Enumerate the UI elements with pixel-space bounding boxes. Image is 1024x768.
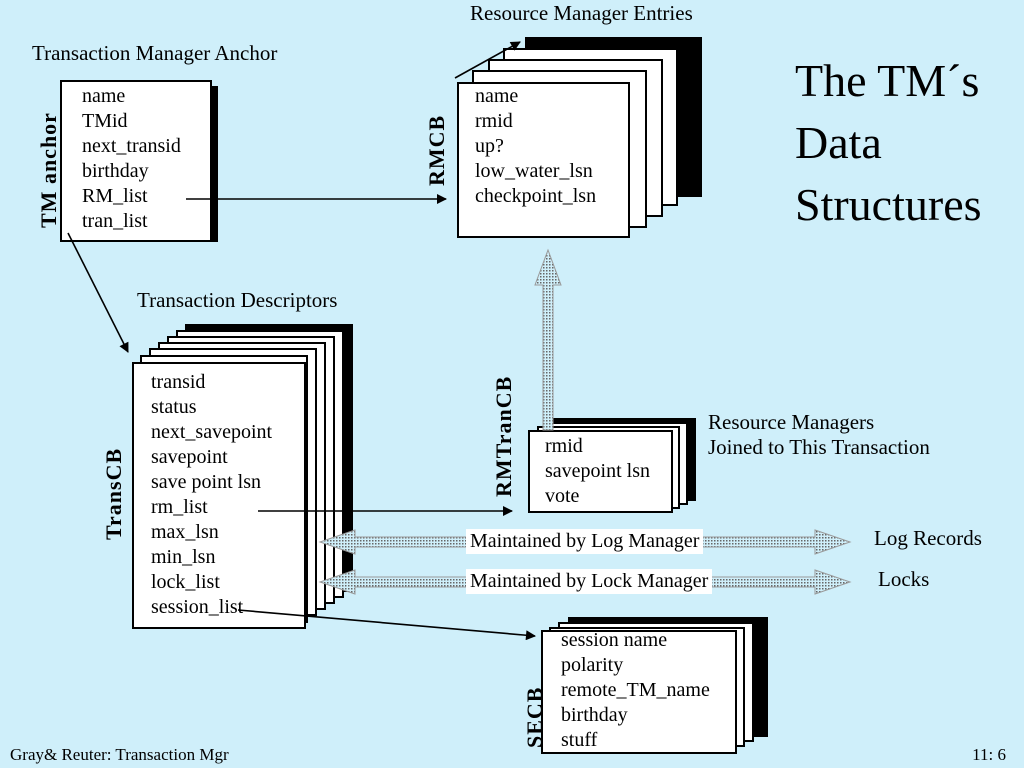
- transcb-field-max-lsn: max_lsn: [151, 521, 219, 543]
- tran-list-arrow: [67, 232, 129, 353]
- session-list-arrow: [237, 609, 536, 641]
- secb-field-session-name: session name: [561, 629, 668, 651]
- rm-joined-heading: Resource Managers Joined to This Transac…: [708, 410, 930, 460]
- title-line-1: The TM´s: [795, 55, 980, 106]
- tm-anchor-card: name TMid next_transid birthday RM_list …: [60, 80, 212, 242]
- descriptors-heading: Transaction Descriptors: [137, 288, 338, 312]
- transcb-field-next-savepoint: next_savepoint: [151, 421, 273, 443]
- log-manager-label: Maintained by Log Manager: [466, 529, 704, 554]
- anchor-field-tran-list: tran_list: [82, 210, 148, 232]
- rmtrancb-to-rmcb-arrow: [534, 248, 562, 431]
- rm-entries-heading: Resource Manager Entries: [470, 1, 693, 25]
- transcb-field-rm-list: rm_list: [151, 496, 208, 518]
- transcb-field-status: status: [151, 396, 197, 418]
- locks-label: Locks: [878, 567, 930, 591]
- transcb-card: transid status next_savepoint savepoint …: [132, 362, 306, 629]
- lock-manager-label: Maintained by Lock Manager: [466, 569, 713, 594]
- secb-field-polarity: polarity: [561, 654, 624, 676]
- anchor-field-rm-list: RM_list: [82, 185, 148, 207]
- anchor-field-next-transid: next_transid: [82, 135, 181, 157]
- rmcb-card: name rmid up? low_water_lsn checkpoint_l…: [457, 82, 630, 238]
- transcb-field-transid: transid: [151, 371, 206, 393]
- rmcb-field-up: up?: [475, 135, 504, 157]
- rmcb-field-checkpoint-lsn: checkpoint_lsn: [475, 185, 597, 207]
- secb-card: session name polarity remote_TM_name bir…: [541, 629, 737, 754]
- title-line-3: Structures: [795, 179, 982, 230]
- transcb-field-save-point-lsn: save point lsn: [151, 471, 261, 493]
- rmcb-field-low-water-lsn: low_water_lsn: [475, 160, 593, 182]
- title-line-2: Data: [795, 117, 882, 168]
- rmtrancb-card: rmid savepoint lsn vote: [528, 430, 673, 513]
- rmcb-field-name: name: [475, 85, 519, 107]
- rmcb-field-rmid: rmid: [475, 110, 513, 132]
- footer-left: Gray& Reuter: Transaction Mgr: [10, 745, 229, 764]
- rmcb-stack-arrow: [454, 41, 521, 79]
- footer-right: 11: 6: [972, 745, 1006, 764]
- secb-field-remote-tm-name: remote_TM_name: [561, 679, 710, 701]
- secb-field-birthday: birthday: [561, 704, 628, 726]
- transcb-field-savepoint: savepoint: [151, 446, 228, 468]
- transcb-field-session-list: session_list: [151, 596, 244, 618]
- transcb-field-min-lsn: min_lsn: [151, 546, 216, 568]
- rm-joined-line-1: Resource Managers: [708, 410, 875, 434]
- transcb-field-lock-list: lock_list: [151, 571, 220, 593]
- rmtrancb-field-vote: vote: [545, 485, 580, 507]
- anchor-field-birthday: birthday: [82, 160, 149, 182]
- rm-joined-line-2: Joined to This Transaction: [708, 435, 930, 459]
- anchor-heading: Transaction Manager Anchor: [32, 41, 278, 65]
- secb-field-stuff: stuff: [561, 729, 598, 751]
- anchor-field-name: name: [82, 85, 126, 107]
- slide-title: The TM´s Data Structures: [795, 50, 982, 236]
- rmtrancb-field-rmid: rmid: [545, 435, 583, 457]
- log-records-label: Log Records: [874, 526, 982, 550]
- anchor-field-tmid: TMid: [82, 110, 128, 132]
- rmtrancb-field-savepoint-lsn: savepoint lsn: [545, 460, 650, 482]
